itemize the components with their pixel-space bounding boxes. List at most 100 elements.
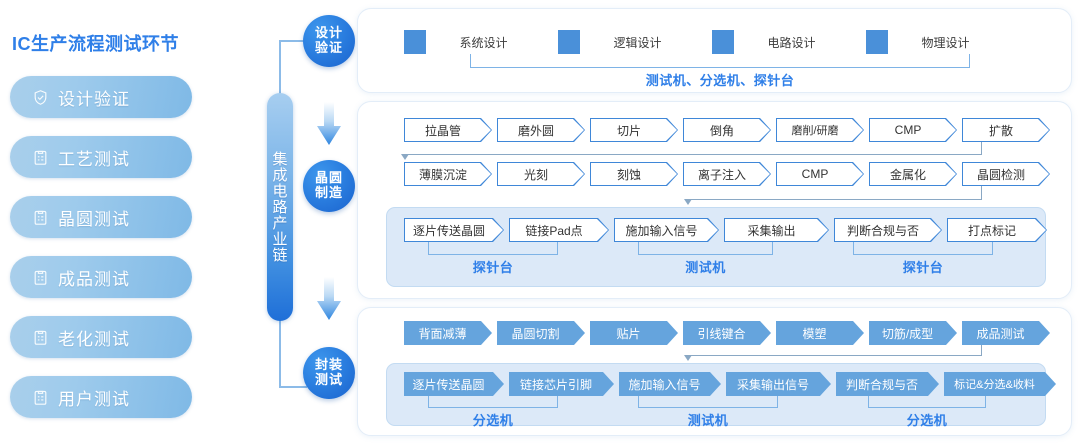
- sidebar-item-process-test[interactable]: 工艺测试: [10, 136, 192, 178]
- flow-step[interactable]: 施加输入信号: [614, 218, 719, 242]
- package-row1: 背面减薄 晶圆切割 贴片 引线键合 模塑 切筋/成型 成品测试: [404, 321, 1050, 345]
- sidebar-item-wafer-test[interactable]: 晶圆测试: [10, 196, 192, 238]
- flow-step[interactable]: 拉晶管: [404, 118, 492, 142]
- step-marker-square: [866, 30, 888, 54]
- step-label: 系统设计: [459, 35, 508, 50]
- group-bracket: [853, 242, 993, 255]
- stage-circle-wafer-manufacturing[interactable]: 晶圆 制造: [303, 160, 355, 212]
- panel-packaging-testing: 背面减薄 晶圆切割 贴片 引线键合 模塑 切筋/成型 成品测试 逐片传送晶圆 链…: [357, 307, 1072, 436]
- flow-step[interactable]: CMP: [869, 118, 957, 142]
- step-label: 贴片: [616, 326, 641, 341]
- flow-connector: [688, 355, 982, 356]
- flow-step[interactable]: 采集输出信号: [726, 372, 831, 396]
- sidebar-item-label: 用户测试: [58, 389, 130, 409]
- clipboard-check-icon: [32, 209, 49, 226]
- stage-line1: 晶圆: [314, 170, 343, 186]
- step-label: 链接Pad点: [510, 219, 608, 241]
- flow-step[interactable]: 物理设计: [866, 30, 1014, 54]
- flow-step[interactable]: 成品测试: [962, 321, 1050, 345]
- flow-step[interactable]: 标记&分选&收料: [944, 372, 1056, 396]
- wafer-test-row: 逐片传送晶圆 链接Pad点 施加输入信号 采集输出 判断合规与否 打点标记: [404, 218, 1047, 242]
- clipboard-check-icon: [32, 269, 49, 286]
- stage-circle-design-verification[interactable]: 设计 验证: [303, 15, 355, 67]
- flow-step[interactable]: 薄膜沉淀: [404, 162, 492, 186]
- wafer-row1: 拉晶管 磨外圆 切片 倒角 磨削/研磨 CMP 扩散: [404, 118, 1050, 142]
- flow-connector: [981, 142, 982, 155]
- down-arrow-icon: [316, 277, 342, 321]
- step-label: 电路设计: [767, 35, 816, 50]
- step-label: 金属化: [870, 163, 956, 185]
- group-label: 探针台: [472, 260, 514, 275]
- flow-step[interactable]: 离子注入: [683, 162, 771, 186]
- step-label: 打点标记: [948, 219, 1046, 241]
- step-label: 扩散: [963, 119, 1049, 141]
- group-label: 分选机: [472, 413, 514, 428]
- flow-step[interactable]: 采集输出: [724, 218, 829, 242]
- chain-char: 电: [272, 182, 288, 200]
- flow-step[interactable]: 晶圆检测: [962, 162, 1050, 186]
- sidebar: IC生产流程测试环节 设计验证 工艺测试: [0, 0, 255, 444]
- flow-connector: [405, 154, 982, 155]
- stage-circle-packaging-testing[interactable]: 封装 测试: [303, 347, 355, 399]
- group-bracket: [638, 396, 778, 408]
- flow-step[interactable]: 逐片传送晶圆: [404, 218, 504, 242]
- step-label: 施加输入信号: [615, 219, 718, 241]
- flow-step[interactable]: 电路设计: [712, 30, 860, 54]
- industry-chain-bar: 集 成 电 路 产 业 链: [267, 93, 293, 321]
- step-label: 采集输出: [725, 219, 828, 241]
- step-label: 逻辑设计: [613, 35, 662, 50]
- flow-step[interactable]: 扩散: [962, 118, 1050, 142]
- flow-step[interactable]: 刻蚀: [590, 162, 678, 186]
- group-label: 测试机: [687, 413, 729, 428]
- step-label: 背面减薄: [418, 326, 467, 341]
- flow-step[interactable]: 金属化: [869, 162, 957, 186]
- flow-step[interactable]: 背面减薄: [404, 321, 492, 345]
- package-test-inner-box: [386, 363, 1046, 426]
- flow-step[interactable]: 链接Pad点: [509, 218, 609, 242]
- flow-step[interactable]: 链接芯片引脚: [509, 372, 614, 396]
- group-label: 探针台: [902, 260, 944, 275]
- panel-design-verification: 系统设计 逻辑设计 电路设计 物理设计 测试机、分选机、探针台: [357, 8, 1072, 93]
- flow-step[interactable]: 判断合规与否: [836, 372, 939, 396]
- flow-step[interactable]: 贴片: [590, 321, 678, 345]
- step-label: 采集输出信号: [736, 377, 809, 392]
- flow-step[interactable]: 引线键合: [683, 321, 771, 345]
- flow-step[interactable]: 切筋/成型: [869, 321, 957, 345]
- flow-step[interactable]: 系统设计: [404, 30, 552, 54]
- flow-step[interactable]: 晶圆切割: [497, 321, 585, 345]
- clipboard-check-icon: [32, 389, 49, 406]
- group-bracket: [868, 396, 986, 408]
- flow-step[interactable]: 光刻: [497, 162, 585, 186]
- step-label: 模塑: [802, 326, 827, 341]
- step-label: CMP: [777, 163, 863, 185]
- sidebar-item-user-test[interactable]: 用户测试: [10, 376, 192, 418]
- flow-connector: [981, 186, 982, 200]
- sidebar-item-burn-in-test[interactable]: 老化测试: [10, 316, 192, 358]
- flow-step[interactable]: 模塑: [776, 321, 864, 345]
- step-label: 刻蚀: [591, 163, 677, 185]
- design-step-row: 系统设计 逻辑设计 电路设计 物理设计: [404, 30, 1014, 54]
- down-arrow-icon: [316, 102, 342, 146]
- step-label: 成品测试: [976, 326, 1025, 341]
- group-bracket: [428, 396, 558, 408]
- step-marker-square: [712, 30, 734, 54]
- flow-step[interactable]: 判断合规与否: [834, 218, 942, 242]
- sidebar-item-final-test[interactable]: 成品测试: [10, 256, 192, 298]
- flow-step[interactable]: 磨外圆: [497, 118, 585, 142]
- flow-step[interactable]: 施加输入信号: [619, 372, 721, 396]
- sidebar-item-design-verification[interactable]: 设计验证: [10, 76, 192, 118]
- flow-step[interactable]: 逻辑设计: [558, 30, 706, 54]
- flow-step[interactable]: 磨削/研磨: [776, 118, 864, 142]
- group-bracket: [428, 242, 558, 255]
- step-label: 晶圆检测: [963, 163, 1049, 185]
- flow-step[interactable]: CMP: [776, 162, 864, 186]
- flow-step[interactable]: 切片: [590, 118, 678, 142]
- shield-check-icon: [32, 89, 49, 106]
- step-label: CMP: [870, 119, 956, 141]
- flow-step[interactable]: 逐片传送晶圆: [404, 372, 504, 396]
- flow-step[interactable]: 打点标记: [947, 218, 1047, 242]
- flow-step[interactable]: 倒角: [683, 118, 771, 142]
- sidebar-item-label: 成品测试: [58, 269, 130, 289]
- step-label: 晶圆切割: [511, 326, 560, 341]
- chain-char: 业: [272, 230, 288, 248]
